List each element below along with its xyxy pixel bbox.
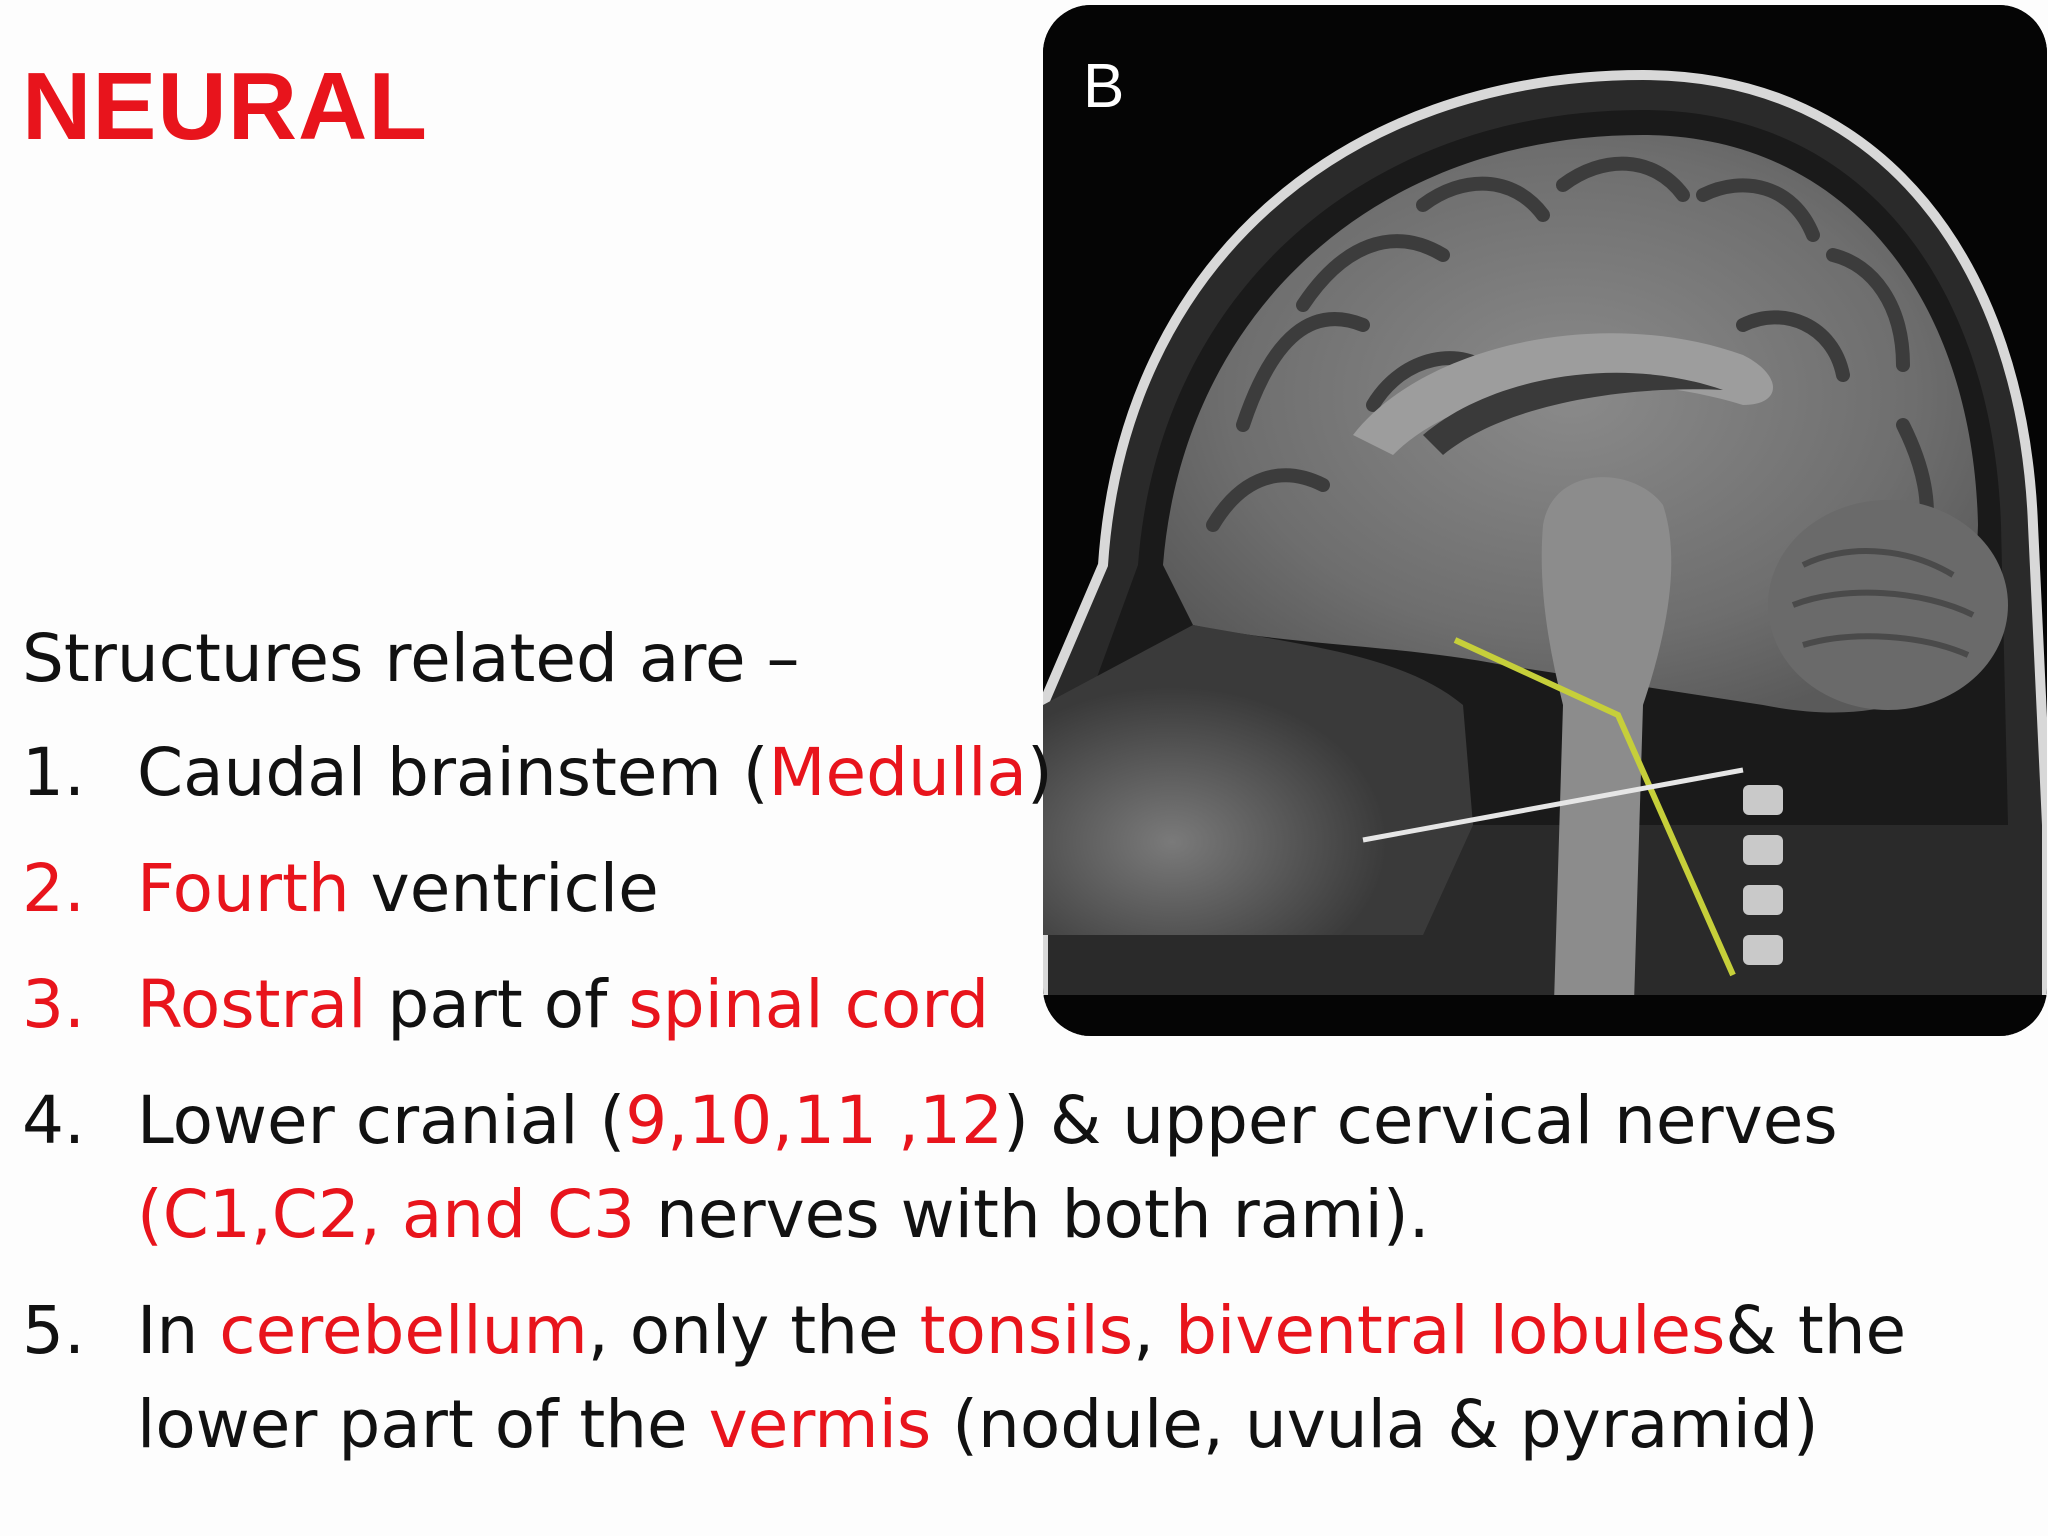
text-segment: part of: [366, 966, 629, 1043]
text-segment: ) & upper cervical nerves: [1003, 1082, 1838, 1159]
structure-list: 1. Caudal brainstem (Medulla) 2. Fourth ven…: [22, 726, 1922, 1472]
list-item-text: Caudal brainstem (Medulla): [137, 726, 1922, 820]
text-segment: ): [1026, 734, 1053, 811]
intro-text: Structures related are –: [22, 620, 800, 697]
list-item-number: 2.: [22, 850, 85, 927]
highlighted-term: Medulla: [768, 734, 1027, 811]
list-item: 5. In cerebellum, only the tonsils, biven…: [22, 1284, 1922, 1472]
text-segment: nerves with both rami).: [635, 1176, 1430, 1253]
text-segment: & the: [1725, 1292, 1907, 1369]
list-item-number: 4.: [22, 1082, 85, 1159]
list-item: 4. Lower cranial (9,10,11 ,12) & upper ce…: [22, 1074, 1922, 1262]
highlighted-term: (C1,C2, and C3: [137, 1176, 636, 1253]
text-segment: Caudal brainstem (: [137, 734, 769, 811]
list-item-number: 3.: [22, 966, 85, 1043]
highlighted-term: Rostral: [137, 966, 367, 1043]
text-segment: ventricle: [349, 850, 659, 927]
highlighted-term: Fourth: [137, 850, 350, 927]
text-segment: (nodule, uvula & pyramid): [931, 1386, 1819, 1463]
slide-title: NEURAL: [22, 53, 428, 160]
list-item-text: In cerebellum, only the tonsils, biventr…: [137, 1284, 1922, 1472]
list-item: 3. Rostral part of spinal cord: [22, 958, 1922, 1052]
content-block: Structures related are – 1. Caudal brains…: [22, 612, 1922, 1494]
list-item-text: Rostral part of spinal cord: [137, 958, 1922, 1052]
list-item-number: 1.: [22, 734, 85, 811]
text-segment: In: [137, 1292, 220, 1369]
highlighted-term: cerebellum: [219, 1292, 588, 1369]
mri-illustration: B: [1043, 5, 2047, 1036]
text-segment: , only the: [587, 1292, 920, 1369]
text-segment: ,: [1133, 1292, 1176, 1369]
highlighted-term: spinal cord: [628, 966, 990, 1043]
list-item-number: 5.: [22, 1292, 85, 1369]
list-item: 1. Caudal brainstem (Medulla): [22, 726, 1922, 820]
text-segment: lower part of the: [137, 1386, 709, 1463]
list-item-text: Fourth ventricle: [137, 842, 1922, 936]
highlighted-term: biventral lobules: [1175, 1292, 1726, 1369]
list-item-text: Lower cranial (9,10,11 ,12) & upper cerv…: [137, 1074, 1922, 1262]
text-segment: Lower cranial (: [137, 1082, 626, 1159]
panel-label: B: [1083, 52, 1124, 121]
mri-sagittal-image: B: [1043, 5, 2047, 1036]
highlighted-term: tonsils: [919, 1292, 1134, 1369]
highlighted-term: 9,10,11 ,12: [625, 1082, 1004, 1159]
list-item: 2. Fourth ventricle: [22, 842, 1922, 936]
highlighted-term: vermis: [708, 1386, 932, 1463]
